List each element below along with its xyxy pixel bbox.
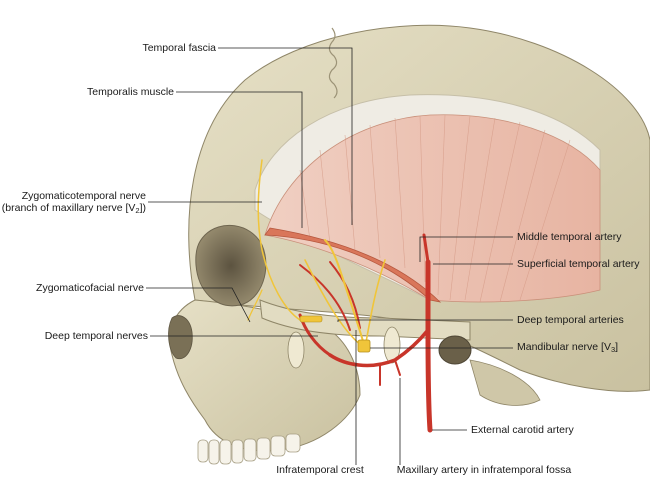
temporalis-cut-edge	[264, 227, 442, 303]
label-infratemporal-crest: Infratemporal crest	[276, 464, 364, 476]
nasal-aperture	[168, 315, 193, 360]
label-external-carotid-artery: External carotid artery	[471, 424, 574, 436]
label-deep-temporal-nerves: Deep temporal nerves	[44, 330, 148, 342]
teeth	[197, 433, 301, 465]
label-mandibular-nerve-subscript: 3	[610, 345, 616, 354]
label-mandibular-nerve: Mandibular nerve [V3]	[517, 341, 618, 356]
external-acoustic-meatus	[438, 335, 472, 365]
deep-temporal-nerve-cut	[299, 315, 323, 323]
label-mandibular-nerve-text: Mandibular nerve [V	[517, 341, 611, 353]
label-middle-temporal-artery: Middle temporal artery	[517, 231, 622, 243]
arteries	[298, 233, 433, 433]
label-deep-temporal-arteries: Deep temporal arteries	[517, 314, 624, 326]
label-zygomaticotemporal-line2-end: ])	[139, 202, 146, 214]
orbit	[195, 224, 267, 307]
label-zygomaticotemporal-line1: Zygomaticotemporal nerve	[21, 190, 146, 202]
label-superficial-temporal-artery: Superficial temporal artery	[517, 258, 640, 270]
mastoid	[469, 359, 541, 406]
label-temporal-fascia: Temporal fascia	[142, 42, 216, 54]
label-zygomaticotemporal-line2: (branch of maxillary nerve [V2])	[2, 202, 146, 217]
coronal-suture	[328, 27, 338, 99]
label-mandibular-nerve-end: ]	[615, 341, 619, 353]
label-zygomaticotemporal-nerve: Zygomaticotemporal nerve (branch of maxi…	[2, 190, 146, 217]
leader-lines	[146, 47, 513, 465]
mandibular-nerve-cut	[357, 339, 371, 353]
label-temporalis-muscle: Temporalis muscle	[87, 86, 174, 98]
temporalis-muscle-shape	[264, 114, 601, 303]
label-zygomaticofacial-nerve: Zygomaticofacial nerve	[36, 282, 144, 294]
label-zygomaticotemporal-line2-text: (branch of maxillary nerve [V	[1, 202, 136, 214]
label-zygomaticotemporal-subscript: 2	[135, 206, 140, 215]
label-maxillary-artery: Maxillary artery in infratemporal fossa	[396, 464, 572, 476]
